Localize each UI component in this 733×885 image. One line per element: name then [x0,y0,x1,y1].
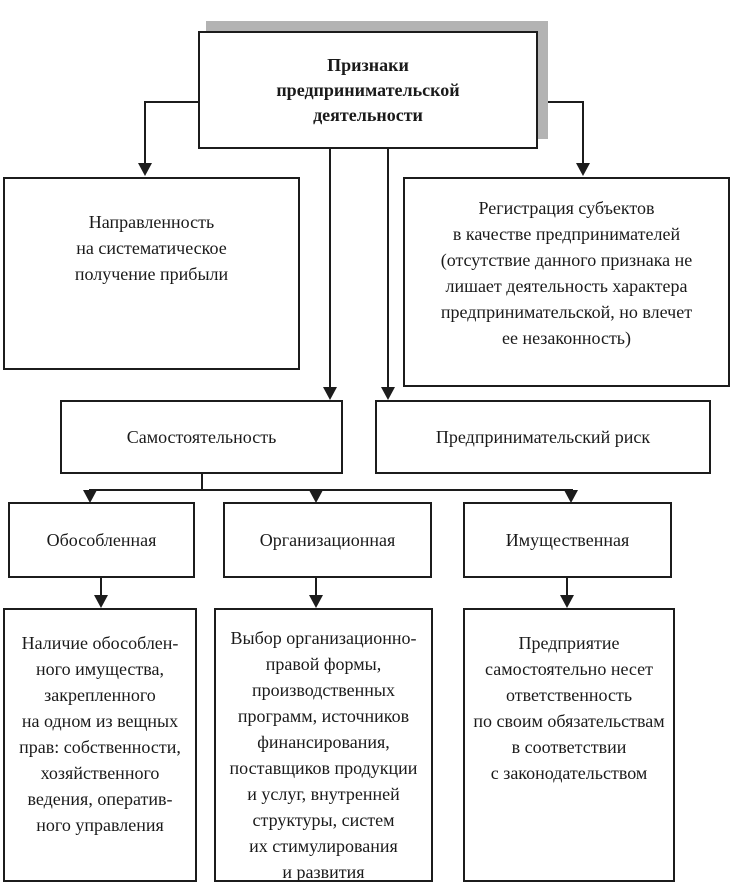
arrowhead-to-registration-icon [576,163,590,176]
connector-independence-stem [201,473,203,491]
node-organizational: Организационная [223,502,432,578]
connector-title-risk-vertical [387,147,389,388]
node-separate: Обособленная [8,502,195,578]
node-entrepreneurial-risk-label: Предпринимательский риск [435,427,651,447]
node-registration-label: Регистрация субъектов в качестве предпри… [440,198,693,348]
node-entrepreneurial-risk: Предпринимательский риск [375,400,711,474]
node-property: Имущественная [463,502,672,578]
connector-title-profit-horizontal [144,101,199,103]
connector-property-detail-vertical [566,577,568,596]
arrowhead-to-organizational-detail-icon [309,595,323,608]
node-profit-orientation: Направленность на систематическое получе… [3,177,300,370]
node-organizational-label: Организационная [259,530,396,550]
connector-title-independence-vertical [329,147,331,388]
arrowhead-to-separate-icon [83,490,97,503]
arrowhead-to-organizational-icon [309,490,323,503]
node-separate-label: Обособленная [46,530,157,550]
node-title: Признаки предпринимательской деятельност… [198,31,538,149]
node-independence: Самостоятельность [60,400,343,474]
node-organizational-detail: Выбор организационно- правой формы, прои… [214,608,433,882]
connector-title-registration-vertical [582,101,584,163]
node-registration: Регистрация субъектов в качестве предпри… [403,177,730,387]
node-property-detail-label: Предприятие самостоятельно несет ответст… [473,633,665,783]
node-property-label: Имущественная [505,530,630,550]
connector-title-registration-horizontal [536,101,584,103]
connector-separate-detail-vertical [100,577,102,596]
arrowhead-to-risk-icon [381,387,395,400]
arrowhead-to-property-icon [564,490,578,503]
arrowhead-to-property-detail-icon [560,595,574,608]
node-organizational-detail-label: Выбор организационно- правой формы, прои… [229,628,418,882]
arrowhead-to-independence-icon [323,387,337,400]
connector-title-profit-vertical [144,101,146,163]
connector-branch-horizontal [89,489,573,491]
arrowhead-to-profit-icon [138,163,152,176]
node-title-label: Признаки предпринимательской деятельност… [276,54,460,125]
node-separate-detail-label: Наличие обособлен- ного имущества, закре… [19,633,181,835]
node-profit-orientation-label: Направленность на систематическое получе… [74,212,229,284]
node-property-detail: Предприятие самостоятельно несет ответст… [463,608,675,882]
arrowhead-to-separate-detail-icon [94,595,108,608]
connector-organizational-detail-vertical [315,577,317,596]
node-separate-detail: Наличие обособлен- ного имущества, закре… [3,608,197,882]
node-independence-label: Самостоятельность [126,427,277,447]
